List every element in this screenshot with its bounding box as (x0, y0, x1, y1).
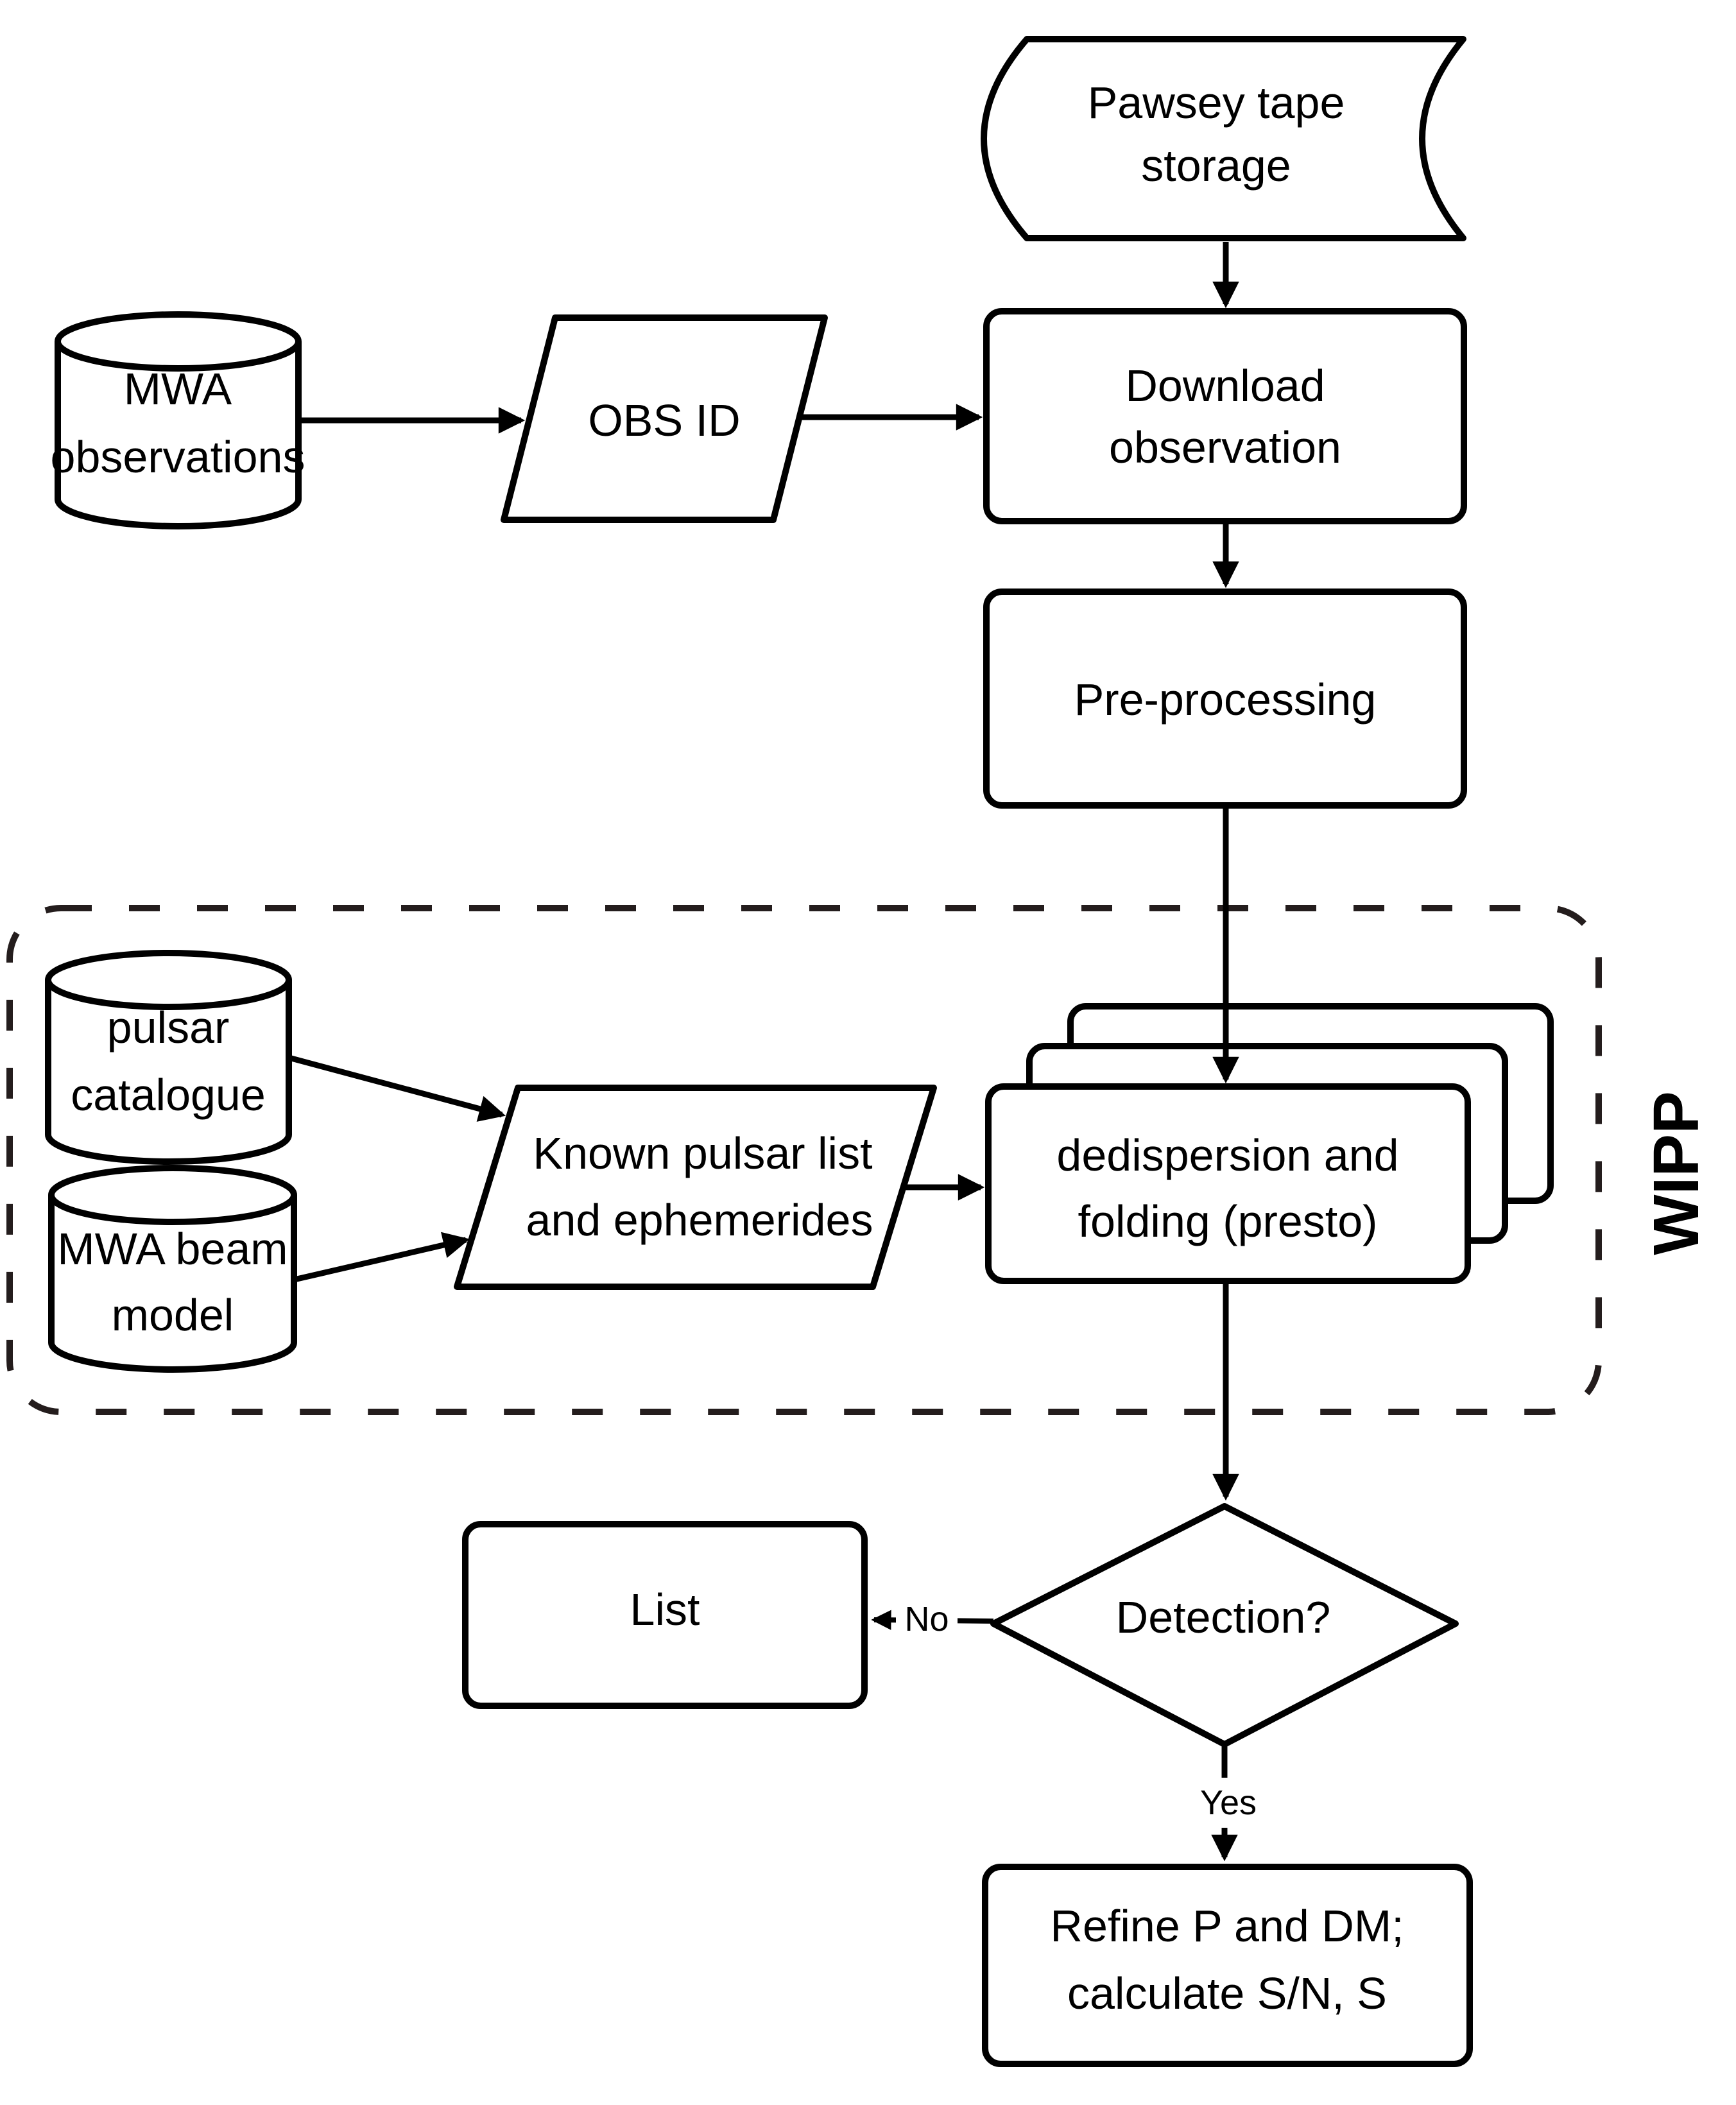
mwa-beam-model-label-line1: MWA beam (57, 1224, 288, 1274)
arrow-beammodel-to-knownlist (293, 1232, 470, 1283)
wipp-dashed-container (6, 905, 1602, 1415)
dedispersion-folding-label-line1: dedispersion and (1056, 1130, 1398, 1180)
pulsar-catalogue-label-line2: catalogue (71, 1070, 266, 1120)
arrow-catalogue-to-knownlist (288, 1054, 506, 1122)
yes-edge-label: Yes (1200, 1783, 1257, 1822)
known-pulsar-list-label-line2: and ephemerides (526, 1195, 873, 1245)
pawsey-tape-storage-shape (981, 36, 1466, 241)
mwa-observations-label-line2: observations (51, 432, 305, 482)
pulsar-catalogue-label-line1: pulsar (107, 1002, 230, 1052)
mwa-observations-shape (55, 311, 302, 529)
pawsey-tape-storage-label-line2: storage (1141, 141, 1291, 191)
no-edge-label: No (904, 1600, 949, 1638)
list-shape (462, 1521, 868, 1709)
mwa-beam-model-label-line2: model (112, 1290, 234, 1340)
refine-label-line1: Refine P and DM; (1050, 1901, 1404, 1951)
download-observation-label-line1: Download (1125, 361, 1325, 411)
known-pulsar-list-shape (454, 1085, 937, 1290)
list-label: List (630, 1585, 700, 1635)
pulsar-catalogue-shape (45, 950, 292, 1165)
pre-processing-shape (983, 589, 1467, 809)
yes-label-backing (1192, 1778, 1264, 1828)
dedispersion-folding-label-line2: folding (presto) (1078, 1196, 1378, 1246)
known-pulsar-list-label-line1: Known pulsar list (533, 1128, 872, 1178)
download-observation-shape (983, 308, 1467, 524)
obs-id-shape (501, 314, 828, 523)
pawsey-tape-storage-label-line1: Pawsey tape (1088, 78, 1345, 128)
mwa-observations-label-line1: MWA (124, 364, 232, 414)
wipp-container-label: WIPP (1640, 1091, 1712, 1255)
download-observation-label-line2: observation (1109, 422, 1341, 472)
obs-id-label: OBS ID (588, 395, 740, 445)
dedispersion-folding-shape (985, 1003, 1554, 1284)
refine-label-line2: calculate S/N, S (1067, 1968, 1387, 2018)
mwa-beam-model-shape (48, 1165, 297, 1373)
pre-processing-label: Pre-processing (1074, 674, 1377, 725)
detection-decision-shape (990, 1503, 1459, 1748)
refine-shape (982, 1864, 1473, 2067)
no-label-backing (896, 1596, 958, 1642)
detection-label: Detection? (1116, 1592, 1331, 1642)
